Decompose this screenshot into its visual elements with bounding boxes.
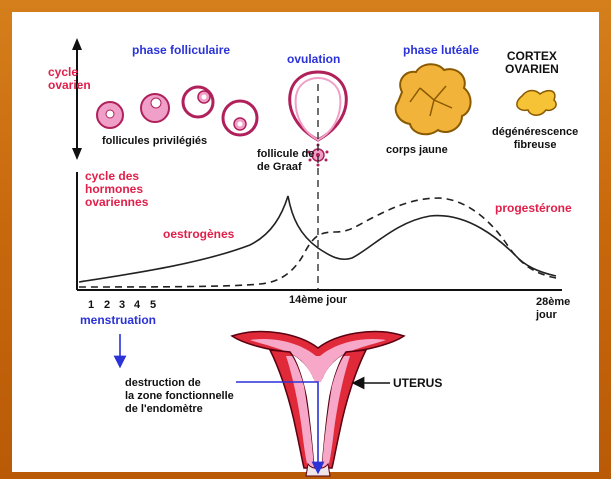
follicule-de-graaf-label: follicule de de Graaf (257, 148, 314, 174)
day-tick-2: 2 (104, 299, 110, 312)
cortex-ovarien-label: CORTEX OVARIEN (505, 50, 559, 76)
graaf-follicle-icon (290, 72, 347, 140)
phase-folliculaire-label: phase folliculaire (132, 44, 230, 57)
follicle-icon (223, 101, 257, 135)
ovarian-axis-arrow (72, 38, 82, 160)
day-tick-3: 3 (119, 299, 125, 312)
phase-luteale-label: phase lutéale (403, 44, 479, 57)
follicle-icon (97, 102, 123, 128)
day-tick-4: 4 (134, 299, 140, 312)
corpus-albicans-icon (517, 91, 556, 116)
degenerescence-label: dégénérescence fibreuse (492, 126, 578, 152)
day-tick-5: 5 (150, 299, 156, 312)
progesterone-label: progestérone (495, 202, 572, 215)
corps-jaune-label: corps jaune (386, 144, 448, 157)
day-tick-1: 1 (88, 299, 94, 312)
follicules-privilegies-label: follicules privilégiés (102, 135, 207, 148)
day-28-label: 28ème jour (536, 296, 570, 322)
cycle-ovarien-label: cycle ovarien (48, 66, 91, 92)
corpus-luteum-icon (396, 64, 471, 134)
day-14-label: 14ème jour (289, 294, 347, 307)
follicle-icon (141, 94, 169, 122)
uterus-label: UTERUS (393, 377, 442, 390)
follicle-icon (183, 87, 213, 117)
hormone-chart-axes (77, 172, 562, 290)
oestrogenes-label: oestrogènes (163, 228, 234, 241)
destruction-label: destruction de la zone fonctionnelle de … (125, 377, 234, 416)
cycle-hormones-label: cycle des hormones ovariennes (85, 170, 148, 209)
ovulation-label: ovulation (287, 53, 340, 66)
menstruation-label: menstruation (80, 314, 156, 327)
